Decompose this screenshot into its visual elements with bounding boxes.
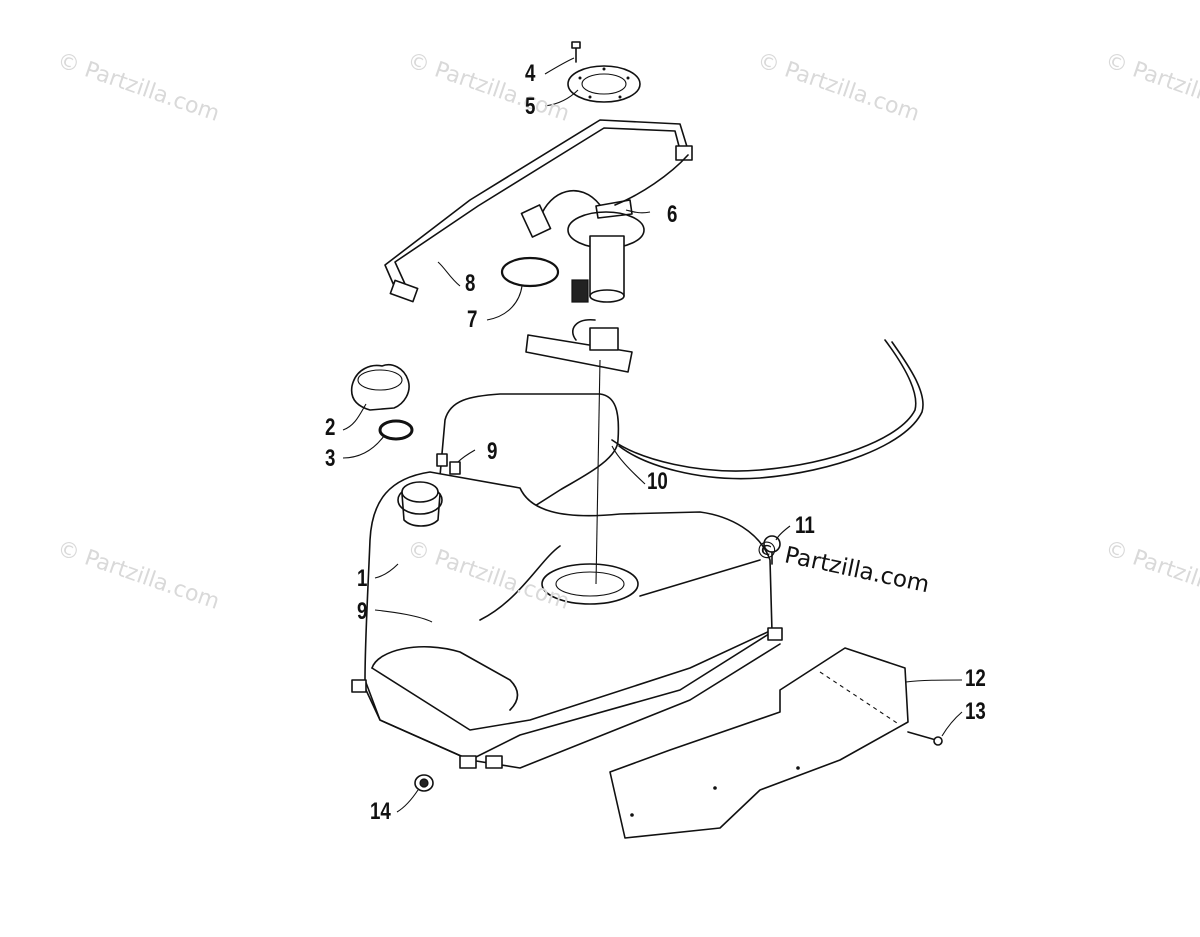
part-2-fuel-cap bbox=[350, 364, 410, 411]
callout-10[interactable]: 10 bbox=[647, 468, 668, 495]
callout-4[interactable]: 4 bbox=[525, 60, 536, 87]
callout-8[interactable]: 8 bbox=[465, 270, 476, 297]
callout-11[interactable]: 11 bbox=[795, 512, 815, 539]
part-13-bolt bbox=[907, 731, 943, 746]
callout-3[interactable]: 3 bbox=[325, 445, 336, 472]
callout-7[interactable]: 7 bbox=[467, 306, 478, 333]
part-3-cap-gasket bbox=[378, 419, 414, 441]
callout-12[interactable]: 12 bbox=[965, 665, 986, 692]
callout-14[interactable]: 14 bbox=[370, 798, 391, 825]
callout-1[interactable]: 1 bbox=[357, 565, 368, 592]
copyright-icon: © bbox=[752, 536, 781, 567]
part-5-retaining-plate bbox=[567, 65, 641, 103]
callout-9-upper[interactable]: 9 bbox=[487, 438, 498, 465]
part-9-clamp-upper bbox=[436, 453, 461, 475]
callout-5[interactable]: 5 bbox=[525, 93, 536, 120]
callout-2[interactable]: 2 bbox=[325, 414, 336, 441]
callout-6[interactable]: 6 bbox=[667, 201, 678, 228]
callout-9-lower[interactable]: 9 bbox=[357, 598, 368, 625]
part-8-fuel-hose bbox=[384, 119, 693, 303]
part-4-screw bbox=[571, 41, 581, 63]
leader-lines bbox=[342, 57, 963, 813]
part-14-grommet bbox=[414, 774, 434, 792]
part-7-o-ring bbox=[500, 256, 560, 288]
callout-13[interactable]: 13 bbox=[965, 698, 986, 725]
part-6-fuel-pump bbox=[520, 154, 689, 373]
part-1-fuel-tank bbox=[351, 359, 783, 769]
part-12-heat-shield bbox=[609, 647, 909, 839]
